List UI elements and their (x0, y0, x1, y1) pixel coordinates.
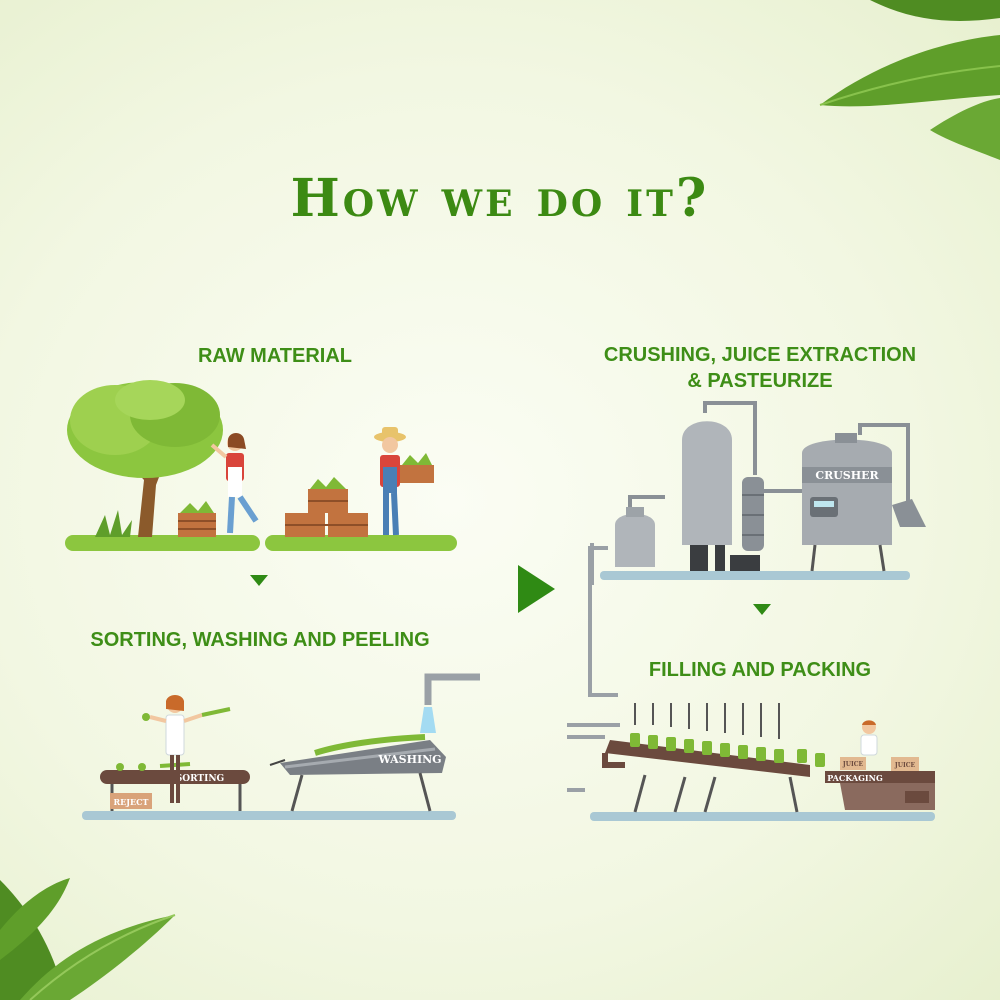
floor-line (600, 571, 910, 580)
sorting-label: SORTING (176, 774, 224, 784)
sorting-conveyor-icon: SORTING (100, 762, 250, 811)
water-pipe-icon (420, 673, 480, 733)
sorting-worker-icon (142, 695, 231, 803)
juice-box-label: JUICE (894, 762, 916, 769)
arrow-down-icon (753, 604, 771, 615)
connector-pipe (588, 546, 618, 697)
tree-icon (67, 380, 223, 537)
farmer-icon (374, 427, 434, 536)
washing-label: WASHING (377, 753, 441, 766)
stacked-crates-icon (285, 477, 368, 537)
leaf-top-right-icon (819, 0, 1000, 160)
reject-box-icon: REJECT (110, 793, 152, 809)
raw-material-illustration (65, 380, 457, 551)
page-title: How we do it? (290, 168, 710, 229)
arrow-down-icon (250, 575, 268, 586)
juice-box-icon: JUICE (891, 757, 919, 771)
step-sorting-label: SORTING, WASHING AND PEELING (90, 629, 430, 651)
washing-machine-icon: WASHING (269, 734, 446, 812)
packaging-table-icon: PACKAGING (825, 771, 935, 810)
crate-icon (178, 501, 216, 537)
reject-label: REJECT (114, 797, 149, 807)
step-crushing-label: CRUSHING, JUICE EXTRACTION & PASTEURIZE (585, 342, 935, 394)
packing-worker-icon (860, 720, 878, 756)
woman-picking-icon (210, 433, 259, 534)
arrow-right-icon (518, 565, 555, 613)
narrow-column-icon (730, 477, 764, 571)
packaging-label: PACKAGING (827, 773, 883, 783)
sorting-washing-illustration: SORTING REJECT WASHING (82, 673, 480, 820)
leaf-bottom-left-icon (0, 878, 176, 1000)
juice-box-icon: JUICE (840, 757, 866, 770)
juice-bottles (630, 733, 825, 767)
grass-platform (65, 535, 260, 551)
filler-nozzles (634, 703, 780, 739)
step-crushing-line1: CRUSHING, JUICE EXTRACTION (603, 344, 917, 366)
floor-line (82, 811, 456, 820)
juice-box-label: JUICE (842, 761, 864, 768)
small-tank-icon (615, 507, 655, 567)
filling-conveyor-icon (602, 740, 810, 813)
floor-line (590, 812, 935, 821)
bush-icon (95, 510, 132, 537)
crusher-label: CRUSHER (815, 469, 879, 482)
grass-platform (265, 535, 457, 551)
crusher-tank-icon: CRUSHER (802, 433, 926, 572)
step-filling-label: FILLING AND PACKING (648, 659, 872, 681)
step-crushing-line2: & PASTEURIZE (687, 370, 833, 392)
crushing-illustration: CRUSHER (590, 401, 926, 585)
tall-column-icon (682, 421, 732, 571)
step-raw-material-label: RAW MATERIAL (197, 345, 353, 367)
filling-packing-illustration: PACKAGING JUICE JUICE (567, 703, 935, 821)
